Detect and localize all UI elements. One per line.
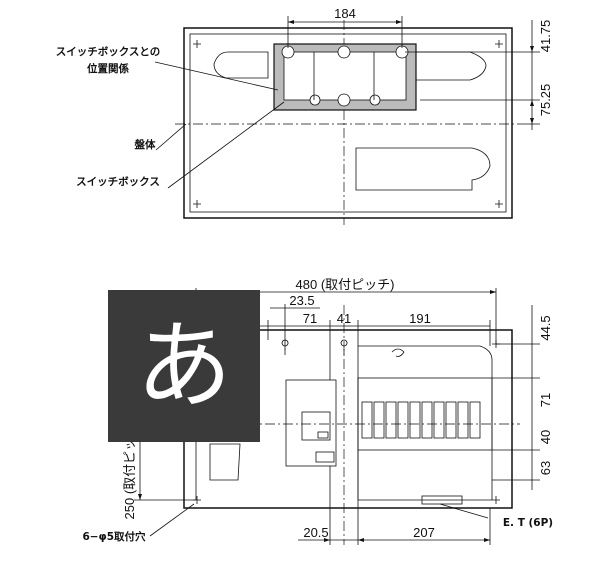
dim-41-75-text: 41.75 <box>538 20 553 53</box>
dim-row-top: 90 71 41 191 <box>186 311 491 380</box>
dim-63-text: 63 <box>538 461 553 475</box>
dim-44-5-text: 44.5 <box>538 315 553 340</box>
dim-480-text: 480 (取付ピッチ) <box>296 277 395 292</box>
label-et: E. T (6P) <box>503 517 553 529</box>
keyhole-center <box>340 339 348 355</box>
label-switch-position-2: 位置関係 <box>87 62 129 75</box>
dim-23-5-text: 23.5 <box>289 293 314 308</box>
branch-breaker-area <box>357 345 493 501</box>
dim-207-text: 207 <box>413 525 435 540</box>
dim-23-5: 23.5 <box>270 293 320 350</box>
leader-mount-holes <box>149 503 195 537</box>
dim-75-25-text: 75.25 <box>538 84 553 117</box>
top-view: 184 41.75 75.25 スイッチボックスとの 位置関係 盤体 スイッチボ… <box>56 6 553 225</box>
dim-right-top: 41.75 75.25 <box>405 20 553 130</box>
dim-191-text: 191 <box>409 311 431 326</box>
top-corner-marks <box>193 40 503 208</box>
top-lower-right-cutout <box>355 147 491 191</box>
dim-71-top-text: 71 <box>303 311 317 326</box>
label-switch-box: スイッチボックス <box>76 175 160 188</box>
top-panel-inner <box>189 33 507 213</box>
dim-184-text: 184 <box>334 6 356 21</box>
dim-41-text: 41 <box>337 311 351 326</box>
leader-switch-position <box>154 61 279 91</box>
dim-71-right-text: 71 <box>538 393 553 407</box>
top-right-cutout <box>409 51 487 81</box>
switch-box <box>273 43 417 111</box>
label-panel-body: 盤体 <box>135 138 156 151</box>
leader-et <box>439 503 489 519</box>
dim-250-text: 250 (取付ピッチ) <box>122 421 137 520</box>
label-switch-position-1: スイッチボックスとの <box>56 45 161 58</box>
hiragana-badge: あ <box>108 290 260 442</box>
dim-right-front: 44.5 71 40 63 <box>492 305 553 490</box>
main-breaker <box>285 379 337 467</box>
top-left-cutout <box>213 51 269 79</box>
leader-switch-box <box>167 101 285 189</box>
et-terminal <box>421 495 463 505</box>
dim-184: 184 <box>287 6 403 48</box>
branch-breakers <box>361 401 481 439</box>
dim-row-bottom: 20.5 207 <box>298 466 491 545</box>
front-left-cutout <box>209 443 241 481</box>
leader-panel-body <box>155 123 187 151</box>
dim-40-text: 40 <box>538 430 553 444</box>
top-panel-outline <box>183 27 513 219</box>
dim-20-5-text: 20.5 <box>303 525 328 540</box>
label-mount-holes: 6−φ5取付穴 <box>82 530 146 543</box>
